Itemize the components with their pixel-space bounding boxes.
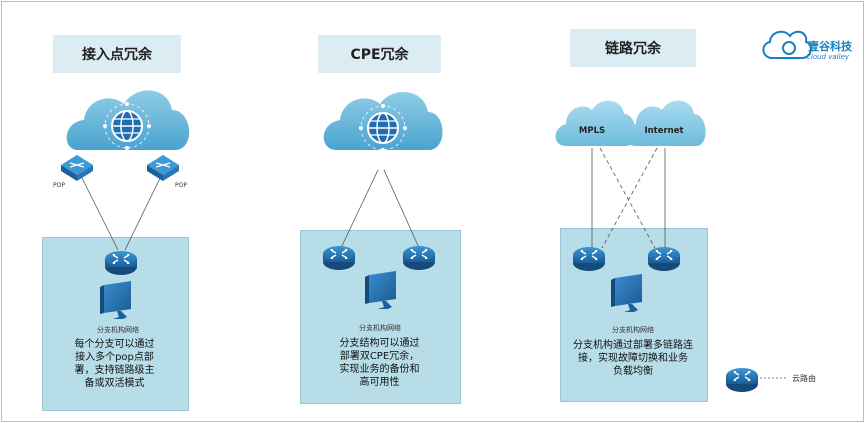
description-left: 每个分支可以通过 接入多个pop点部 署，支持链路级主 备或双活模式 (74, 339, 155, 389)
router-left (104, 250, 138, 276)
monitor-right (611, 274, 642, 312)
router-middle-left (322, 245, 356, 271)
logo-name: 壹谷科技 (808, 40, 852, 53)
branch-label-left: 分支机构网络 (97, 326, 139, 334)
legend-router-label: 云路由 (792, 374, 816, 383)
monitor-middle (365, 271, 396, 309)
title-cpe-redundancy: CPE冗余 (318, 35, 441, 73)
pop-label-left: POP (53, 182, 65, 189)
logo-icon (762, 30, 812, 59)
description-right: 分支机构通过部署多链路连 接，实现故障切换和业务 负载均衡 (573, 340, 693, 377)
title-access-point-redundancy: 接入点冗余 (53, 35, 181, 73)
cloud-mpls (555, 100, 636, 146)
cloud-internet (625, 100, 706, 146)
legend-router-icon (725, 367, 759, 393)
logo-tagline: Cloud valley (806, 53, 849, 61)
title-link-redundancy: 链路冗余 (570, 29, 696, 67)
cloud-label-mpls: MPLS (578, 126, 606, 136)
router-right-left (572, 246, 606, 272)
pop-switch-right (146, 154, 180, 182)
router-middle-right (402, 245, 436, 271)
monitor-left (100, 281, 131, 319)
description-middle: 分支结构可以通过 部署双CPE冗余， 实现业务的备份和 高可用性 (339, 338, 420, 388)
router-right-right (647, 246, 681, 272)
pop-switch-left (60, 154, 94, 182)
pop-label-right: POP (175, 182, 187, 189)
cloud-label-internet: Internet (644, 126, 684, 136)
branch-label-middle: 分支机构网络 (359, 324, 401, 332)
branch-label-right: 分支机构网络 (612, 326, 654, 334)
